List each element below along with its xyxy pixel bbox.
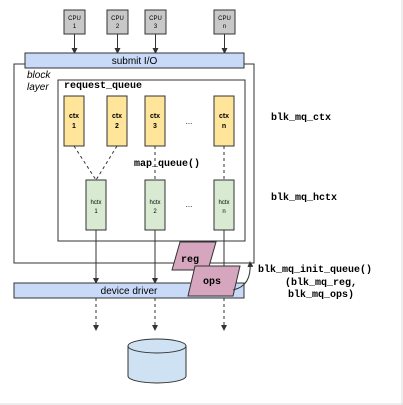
ctx-ellipsis: ... [186,117,193,126]
ctx-1-number: 1 [72,123,76,130]
request-queue-label: request_queue [64,81,142,92]
device-driver-bar [13,282,245,299]
init-queue-arrow [232,261,254,291]
cpu-n-number: n [223,24,226,30]
block-layer-label-line2: layer [27,82,49,93]
blk-mq-hctx-label: blk_mq_hctx [271,192,337,204]
init-queue-args-line1: (blk_mq_reg, [285,277,357,289]
ctx-n-number: n [222,123,226,130]
cpu-2: CPU 2 [106,9,129,35]
cpu-3-label: CPU [149,16,162,22]
disk-icon [127,338,187,384]
init-queue-args-line2: blk_mq_ops) [288,289,354,301]
ctx-3: ctx 3 [144,95,166,147]
request-queue-box [57,79,246,242]
cpu-3: CPU 3 [144,9,167,35]
blk-mq-ctx-label: blk_mq_ctx [271,112,331,124]
cpu-1-number: 1 [73,24,77,30]
ctx-3-number: 3 [153,123,157,130]
ctx-1: ctx 1 [63,95,85,147]
device-driver-label: device driver [101,286,158,297]
cpu-n-label: CPU [218,16,231,22]
ctx-2-number: 2 [115,123,119,130]
hctx-1-number: 1 [94,209,98,215]
hctx-1-label: hctx [90,200,101,206]
hctx-2-label: hctx [149,200,160,206]
ctx-1-label: ctx [69,113,79,120]
reg-label: reg [181,255,199,266]
ops-box: ops [187,265,241,297]
hctx-2: hctx 2 [144,179,166,231]
cpu-2-number: 2 [116,24,120,30]
map-queue-label: map_queue() [134,158,200,170]
cpu-2-label: CPU [111,16,124,22]
hctx-1: hctx 1 [85,179,107,231]
block-layer-label-line1: block [27,70,51,81]
ctx-2: ctx 2 [106,95,128,147]
ctx-2-label: ctx [112,113,122,120]
ops-label: ops [203,277,221,288]
cpu-1: CPU 1 [63,9,86,35]
init-queue-label: blk_mq_init_queue() [258,264,372,276]
hctx-n-number: n [222,209,225,215]
submit-io-bar [24,52,245,69]
ctx-n: ctx n [213,95,235,147]
cpu-1-label: CPU [68,16,81,22]
hctx-2-number: 2 [153,209,157,215]
hctx-n: hctx n [213,179,235,231]
ctx-n-label: ctx [219,113,229,120]
cpu-n: CPU n [213,9,236,35]
mapping-lines [73,145,225,181]
cpu-3-number: 3 [154,24,158,30]
submit-io-label: submit I/O [112,56,158,67]
hctx-n-label: hctx [218,200,229,206]
ctx-3-label: ctx [150,113,160,120]
hctx-ellipsis: ... [186,200,193,209]
